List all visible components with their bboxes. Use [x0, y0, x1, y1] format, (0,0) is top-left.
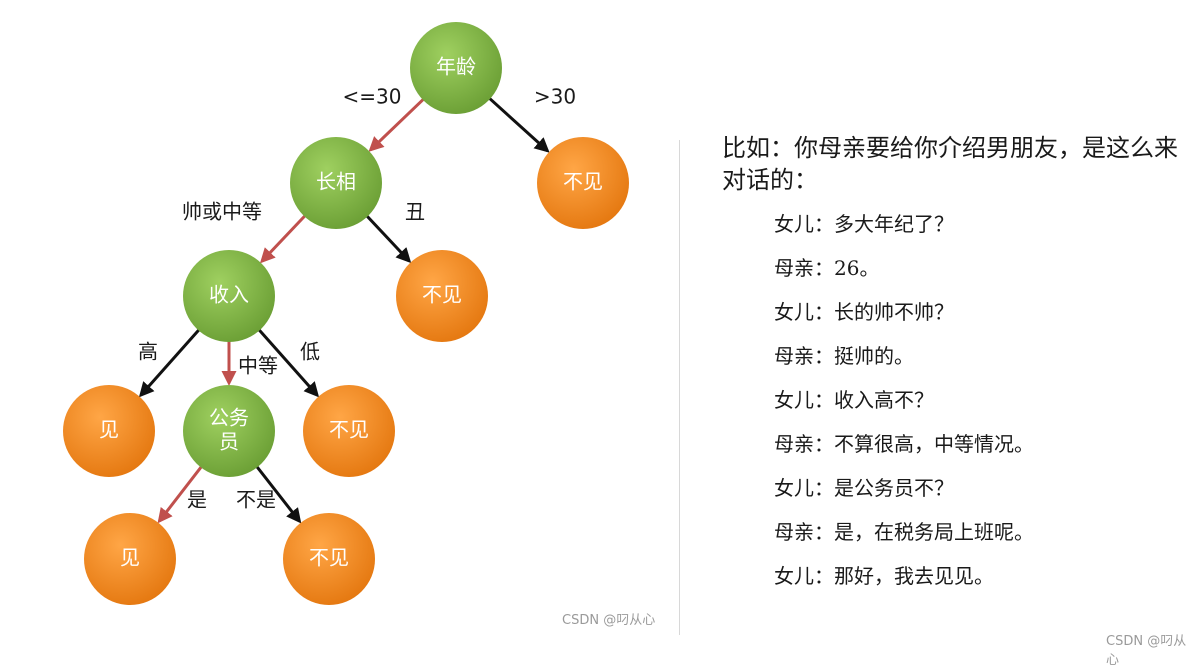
node-civil: 公务员 — [183, 385, 275, 477]
dialog-line: 母亲：是，在税务局上班呢。 — [774, 520, 1034, 544]
leaf-node-circle — [396, 250, 488, 342]
dialog-line: 女儿：收入高不？ — [774, 388, 934, 412]
node-no4: 不见 — [283, 513, 375, 605]
node-no1: 不见 — [537, 137, 629, 229]
edge-civil-yes2 — [157, 463, 205, 524]
leaf-node-circle — [283, 513, 375, 605]
edge-label: <=30 — [343, 85, 402, 109]
edges-layer — [138, 95, 550, 524]
node-yes2: 见 — [84, 513, 176, 605]
decision-node-circle — [183, 250, 275, 342]
edge-age-looks — [368, 95, 427, 152]
watermark-left: CSDN @叼从心 — [562, 613, 656, 628]
node-label: 员 — [219, 430, 239, 454]
edge-looks-no2 — [363, 212, 412, 264]
node-yes1: 见 — [63, 385, 155, 477]
node-label: 收入 — [209, 283, 249, 307]
dialog-line: 女儿：多大年纪了？ — [774, 212, 954, 236]
edge-age-no1 — [486, 95, 550, 153]
node-label: 见 — [99, 418, 119, 442]
node-label: 公务 — [209, 406, 249, 430]
edge-income-no3 — [255, 326, 320, 398]
edge-label: 高 — [138, 340, 158, 364]
leaf-node-circle — [84, 513, 176, 605]
node-label: 长相 — [316, 170, 356, 194]
node-age: 年龄 — [410, 22, 502, 114]
node-no3: 不见 — [303, 385, 395, 477]
leaf-node-circle — [537, 137, 629, 229]
dialog-line: 母亲：挺帅的。 — [774, 344, 914, 368]
dialog-panel: 比如：你母亲要给你介绍男朋友，是这么来对话的： 女儿：多大年纪了？ 母亲：26。… — [722, 132, 1182, 598]
node-label: 不见 — [422, 283, 462, 307]
edge-label: 低 — [300, 340, 320, 364]
edge-label: 是 — [187, 488, 207, 512]
decision-node-circle — [410, 22, 502, 114]
node-income: 收入 — [183, 250, 275, 342]
node-label: 见 — [120, 546, 140, 570]
dialog-line: 女儿：那好，我去见见。 — [774, 564, 994, 588]
edge-label: 中等 — [238, 354, 278, 378]
decision-tree-diagram: <=30>30帅或中等丑高中等低是不是 年龄长相不见收入不见见公务员不见见不见 — [63, 22, 629, 605]
node-label: 不见 — [329, 418, 369, 442]
dialog-line: 女儿：长的帅不帅？ — [774, 300, 954, 324]
watermark-right: CSDN @叼从心 — [1106, 634, 1187, 668]
node-label: 不见 — [563, 170, 603, 194]
dialog-line: 母亲：不算很高，中等情况。 — [774, 432, 1034, 456]
edge-civil-no4 — [253, 463, 302, 524]
edge-label: >30 — [534, 85, 576, 109]
edge-label: 丑 — [405, 200, 425, 224]
edge-income-yes1 — [138, 326, 203, 398]
decision-node-circle — [183, 385, 275, 477]
node-label: 年龄 — [436, 55, 476, 79]
leaf-node-circle — [303, 385, 395, 477]
edge-label: 不是 — [236, 488, 276, 512]
dialog-line: 女儿：是公务员不？ — [774, 476, 954, 500]
dialog-lines: 女儿：多大年纪了？ 母亲：26。 女儿：长的帅不帅？ 母亲：挺帅的。 女儿：收入… — [722, 202, 1182, 598]
edge-looks-income — [259, 212, 309, 264]
divider — [679, 140, 680, 635]
node-looks: 长相 — [290, 137, 382, 229]
edge-label: 帅或中等 — [182, 200, 262, 224]
dialog-line: 母亲：26。 — [774, 256, 880, 280]
nodes-layer: 年龄长相不见收入不见见公务员不见见不见 — [63, 22, 629, 605]
node-label: 不见 — [309, 546, 349, 570]
dialog-intro: 比如：你母亲要给你介绍男朋友，是这么来对话的： — [722, 134, 1178, 194]
leaf-node-circle — [63, 385, 155, 477]
node-no2: 不见 — [396, 250, 488, 342]
decision-node-circle — [290, 137, 382, 229]
